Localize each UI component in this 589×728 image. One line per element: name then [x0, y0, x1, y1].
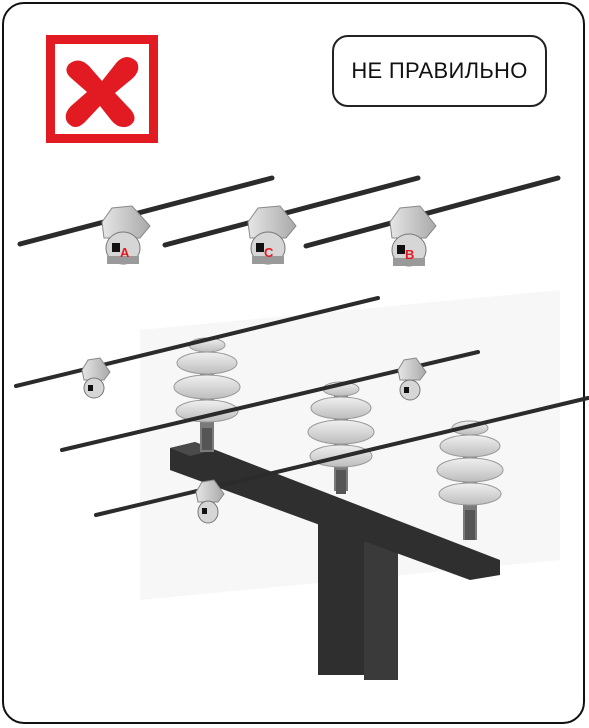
phase-label-b: B — [405, 247, 414, 262]
wire — [306, 178, 558, 246]
clamp-phase-a: A — [102, 206, 150, 264]
wire — [165, 178, 418, 245]
detail-wires — [20, 178, 558, 246]
phase-label-a: A — [120, 245, 130, 260]
phase-label-c: C — [264, 245, 274, 260]
wire — [20, 178, 272, 244]
